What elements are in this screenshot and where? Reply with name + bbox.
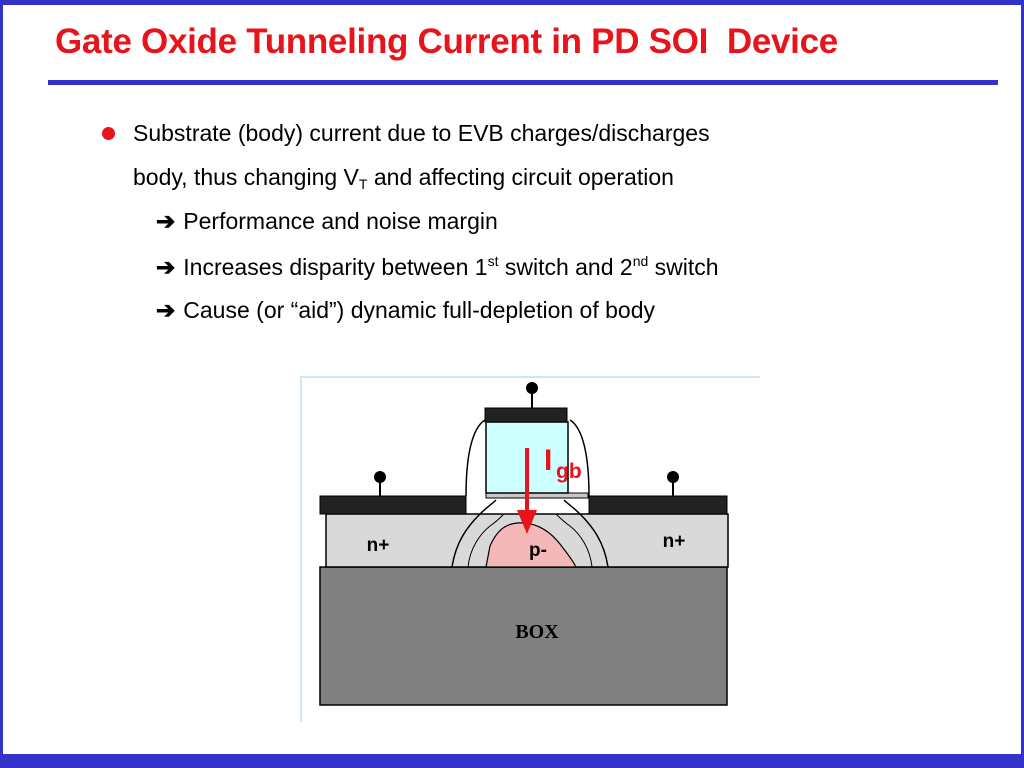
frame-bottom-border	[0, 754, 1024, 768]
left-junction-curve	[451, 499, 497, 568]
p-body-region	[485, 522, 577, 568]
subpoint-performance: ➔Performance and noise margin	[156, 208, 498, 234]
drain-contact	[588, 495, 728, 515]
box-label: BOX	[515, 621, 559, 643]
vt-subscript: T	[358, 176, 368, 192]
p-minus-label: p-	[529, 540, 547, 561]
bullet-dot-icon	[102, 127, 115, 140]
bullet-line-2: body, thus changing VT and affecting cir…	[133, 164, 674, 192]
igb-label-subscript: gb	[556, 460, 582, 483]
frame-right-border	[1021, 0, 1024, 768]
frame-top-border	[0, 0, 1024, 5]
bullet-line-1: Substrate (body) current due to EVB char…	[133, 120, 710, 146]
frame-left-border	[0, 0, 3, 768]
pd-soi-device-diagram: n+ n+ p- BOX I gb	[300, 376, 760, 722]
slide-title: Gate Oxide Tunneling Current in PD SOI D…	[55, 22, 838, 61]
source-terminal	[374, 471, 386, 483]
source-contact	[319, 495, 467, 515]
subpoint-disparity: ➔Increases disparity between 1st switch …	[156, 253, 719, 280]
subpoint-depletion: ➔Cause (or “aid”) dynamic full-depletion…	[156, 297, 656, 323]
right-spacer	[569, 419, 590, 497]
right-arrow-icon: ➔	[156, 254, 176, 280]
igb-label-i: I	[544, 444, 552, 477]
left-n-plus-label: n+	[367, 535, 390, 556]
gate-contact	[484, 407, 568, 423]
igb-arrowhead-icon	[517, 510, 537, 534]
drain-terminal	[667, 471, 679, 483]
right-n-plus-label: n+	[663, 531, 686, 552]
box-layer	[319, 566, 728, 706]
right-arrow-icon: ➔	[156, 297, 176, 323]
left-spacer	[465, 419, 486, 497]
gate-terminal	[526, 382, 538, 394]
title-underline	[48, 80, 998, 85]
right-junction-curve	[563, 499, 609, 568]
right-arrow-icon: ➔	[156, 208, 176, 234]
